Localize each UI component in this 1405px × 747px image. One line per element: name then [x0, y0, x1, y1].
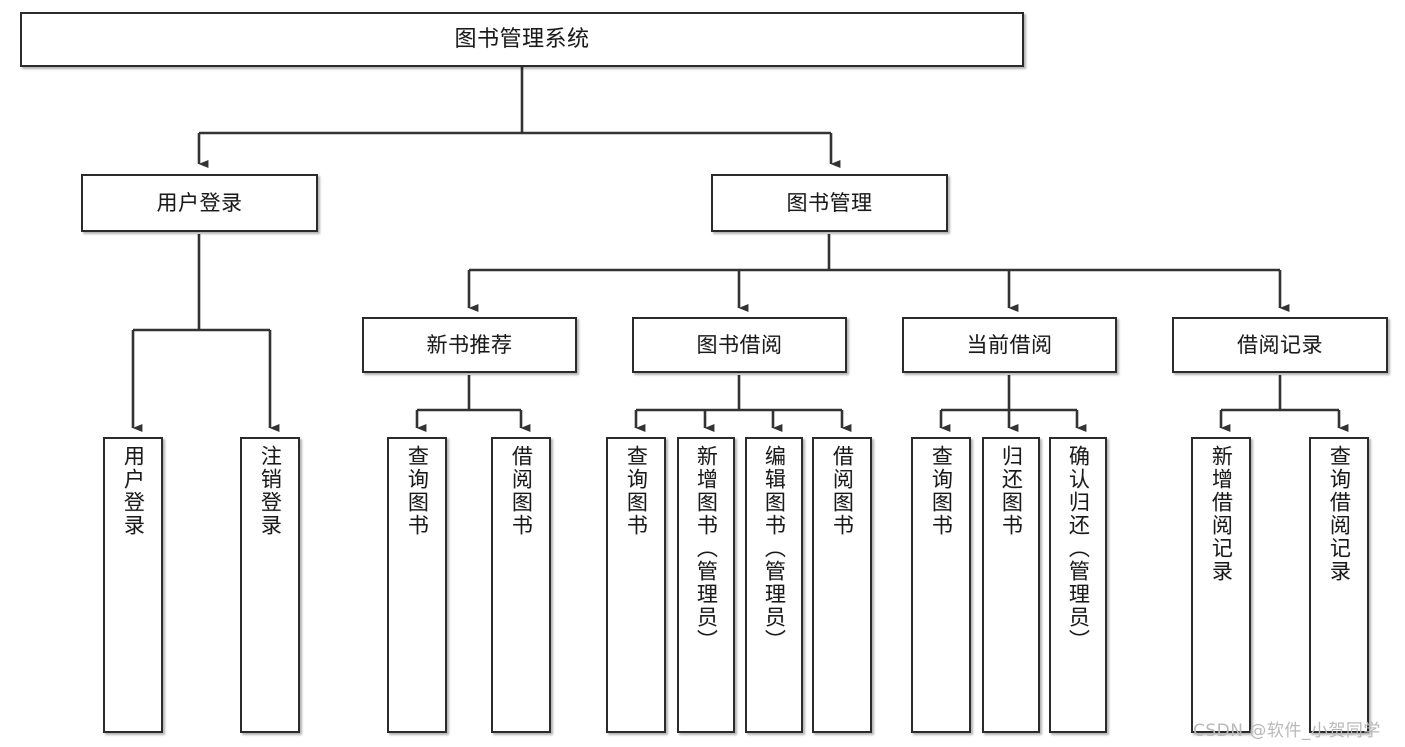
node-leaf-query-book-1-label: 查询图书	[405, 445, 430, 537]
node-root-label: 图书管理系统	[454, 26, 590, 52]
node-new-book-rec-label: 新书推荐	[426, 332, 513, 357]
node-leaf-query-book-3[interactable]: 查询图书	[911, 437, 971, 733]
node-leaf-query-book-3-label: 查询图书	[929, 445, 954, 537]
node-leaf-query-book-2-label: 查询图书	[624, 445, 649, 537]
node-leaf-add-book[interactable]: 新增图书（管理员）	[677, 437, 735, 733]
node-leaf-edit-book-label: 编辑图书（管理员）	[762, 445, 787, 652]
node-leaf-user-logout-label: 注销登录	[258, 445, 283, 537]
node-leaf-edit-book[interactable]: 编辑图书（管理员）	[745, 437, 803, 733]
node-leaf-confirm-return[interactable]: 确认归还（管理员）	[1049, 437, 1107, 733]
node-leaf-add-book-label: 新增图书（管理员）	[694, 445, 719, 652]
node-leaf-query-record[interactable]: 查询借阅记录	[1309, 437, 1369, 733]
node-current-borrow-label: 当前借阅	[966, 332, 1053, 357]
node-leaf-query-record-label: 查询借阅记录	[1327, 445, 1352, 583]
node-leaf-add-record-label: 新增借阅记录	[1209, 445, 1234, 583]
node-new-book-rec[interactable]: 新书推荐	[362, 317, 577, 373]
csdn-watermark: CSDN @软件_小贺同学	[1193, 721, 1381, 741]
node-leaf-user-login-label: 用户登录	[121, 445, 146, 537]
node-book-borrow-label: 图书借阅	[696, 332, 783, 357]
node-current-borrow[interactable]: 当前借阅	[902, 317, 1117, 373]
node-leaf-borrow-book-2-label: 借阅图书	[830, 445, 855, 537]
node-leaf-confirm-return-label: 确认归还（管理员）	[1066, 445, 1091, 652]
node-book-manage[interactable]: 图书管理	[711, 174, 948, 232]
node-book-borrow[interactable]: 图书借阅	[632, 317, 847, 373]
node-leaf-return-book-label: 归还图书	[999, 445, 1024, 537]
node-leaf-user-login[interactable]: 用户登录	[103, 437, 163, 733]
node-borrow-record[interactable]: 借阅记录	[1172, 317, 1388, 373]
node-leaf-return-book[interactable]: 归还图书	[982, 437, 1040, 733]
node-leaf-borrow-book-2[interactable]: 借阅图书	[812, 437, 872, 733]
node-user-login[interactable]: 用户登录	[81, 174, 318, 232]
node-user-login-label: 用户登录	[156, 190, 243, 215]
node-borrow-record-label: 借阅记录	[1237, 332, 1323, 357]
node-leaf-borrow-book-1[interactable]: 借阅图书	[491, 437, 551, 733]
node-leaf-query-book-1[interactable]: 查询图书	[387, 437, 447, 733]
node-leaf-borrow-book-1-label: 借阅图书	[509, 445, 534, 537]
node-leaf-query-book-2[interactable]: 查询图书	[606, 437, 666, 733]
node-leaf-user-logout[interactable]: 注销登录	[240, 437, 300, 733]
node-book-manage-label: 图书管理	[786, 190, 873, 215]
node-leaf-add-record[interactable]: 新增借阅记录	[1191, 437, 1251, 733]
node-root[interactable]: 图书管理系统	[20, 12, 1024, 67]
